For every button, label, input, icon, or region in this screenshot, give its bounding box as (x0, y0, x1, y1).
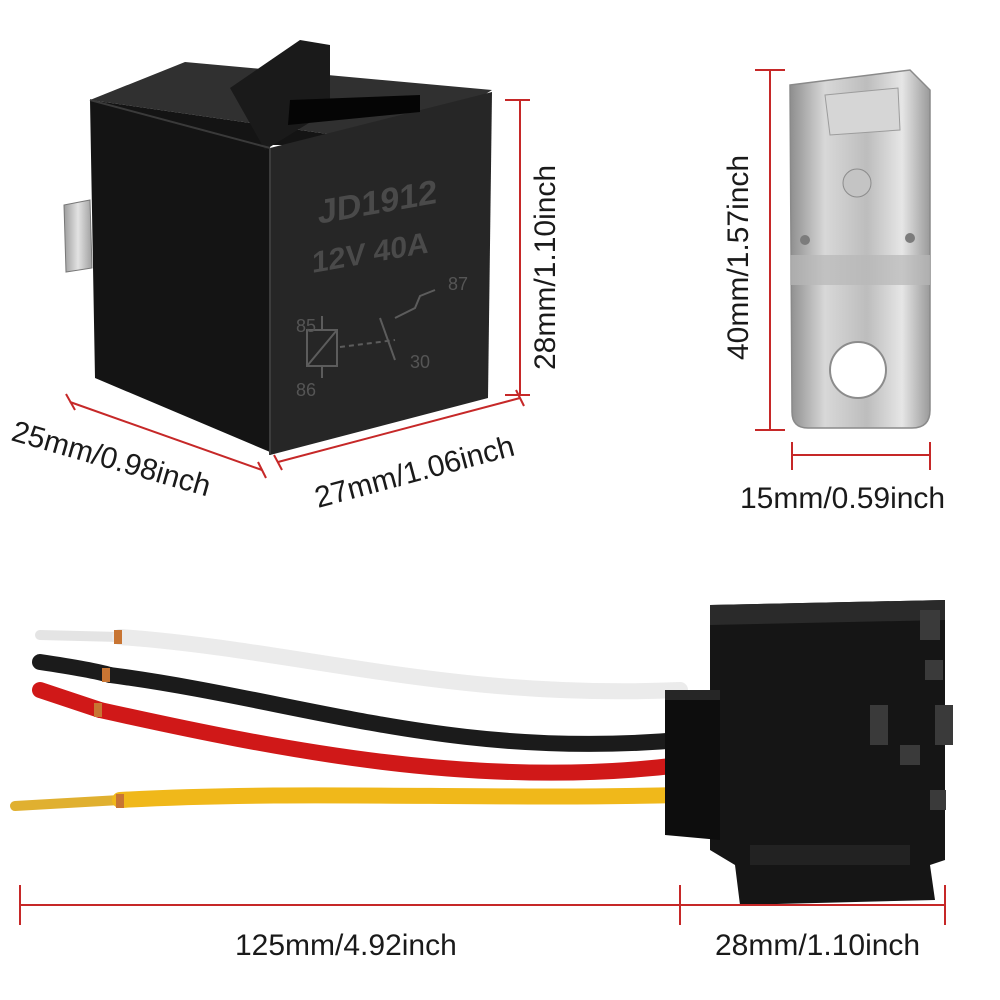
mounting-bracket (789, 69, 931, 429)
relay-schematic (306, 289, 436, 378)
socket-length-label: 28mm/1.10inch (715, 929, 920, 962)
pin-label-85: 85 (296, 316, 316, 336)
pin-label-86: 86 (296, 380, 316, 400)
bracket-dimension-lines (755, 69, 931, 470)
relay-socket (665, 600, 953, 905)
harness-dimension-lines (19, 885, 946, 925)
bracket-height-label: 40mm/1.57inch (722, 155, 755, 360)
copper-tips (94, 630, 124, 808)
pin-label-87: 87 (448, 274, 468, 294)
pin-label-30: 30 (410, 352, 430, 372)
relay-height-label: 28mm/1.10inch (529, 165, 562, 370)
bracket-width-label: 15mm/0.59inch (740, 482, 945, 515)
relay-width-label: 27mm/1.06inch (311, 430, 518, 515)
wire-length-label: 125mm/4.92inch (235, 929, 457, 962)
wire-harness (10, 629, 688, 811)
relay-cube (63, 40, 492, 455)
relay-depth-label: 25mm/0.98inch (8, 415, 214, 503)
relay-dimension-lines (65, 99, 530, 479)
